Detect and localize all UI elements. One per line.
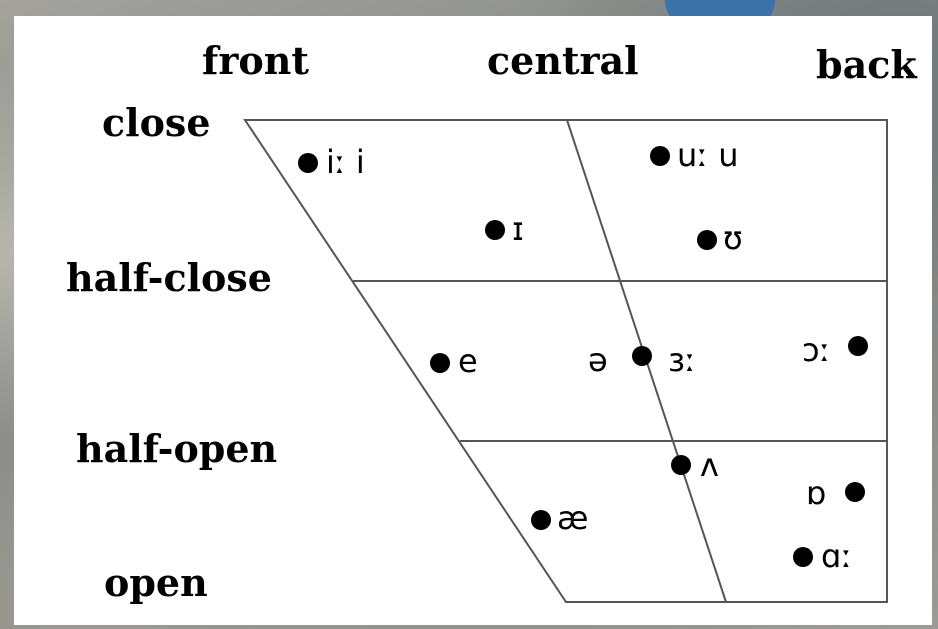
vowel-dot — [671, 455, 691, 475]
vowel-symbol-i-long-i: iː i — [326, 143, 365, 181]
vowel-symbol-schwa: ə — [588, 341, 608, 379]
vowel-dot — [298, 153, 318, 173]
vowel-dot — [697, 230, 717, 250]
row-label-half-close: half-close — [66, 255, 272, 300]
vowel-symbol-small-cap-i: ɪ — [512, 210, 524, 248]
vowel-dot — [430, 353, 450, 373]
column-label-back: back — [816, 42, 917, 87]
vowel-symbol-open-o-long: ɔː — [802, 331, 831, 369]
vowel-symbol-ash: æ — [557, 499, 589, 537]
vowel-dot — [485, 220, 505, 240]
trapezoid-outline — [243, 119, 888, 603]
vowel-symbol-turned-script-a: ɒ — [806, 474, 827, 512]
vowel-dot — [848, 336, 868, 356]
vowel-dot — [793, 547, 813, 567]
vowel-symbol-u-long-u: uː u — [677, 136, 739, 174]
vowel-chart-panel — [14, 16, 932, 625]
vowel-symbol-reversed-epsilon-long: ɜː — [668, 341, 696, 379]
vowel-symbol-upsilon: ʊ — [723, 219, 743, 257]
column-label-central: central — [487, 38, 639, 83]
column-label-front: front — [202, 38, 309, 83]
vowel-symbol-wedge: ʌ — [700, 446, 719, 484]
vowel-dot — [531, 510, 551, 530]
vowel-symbol-script-a-long: ɑː — [821, 537, 853, 575]
vowel-dot — [845, 482, 865, 502]
vowel-dot — [632, 346, 652, 366]
row-label-close: close — [102, 100, 211, 145]
row-label-half-open: half-open — [76, 426, 278, 471]
row-label-open: open — [104, 560, 208, 605]
vowel-symbol-e: e — [458, 342, 478, 380]
vowel-dot — [650, 146, 670, 166]
